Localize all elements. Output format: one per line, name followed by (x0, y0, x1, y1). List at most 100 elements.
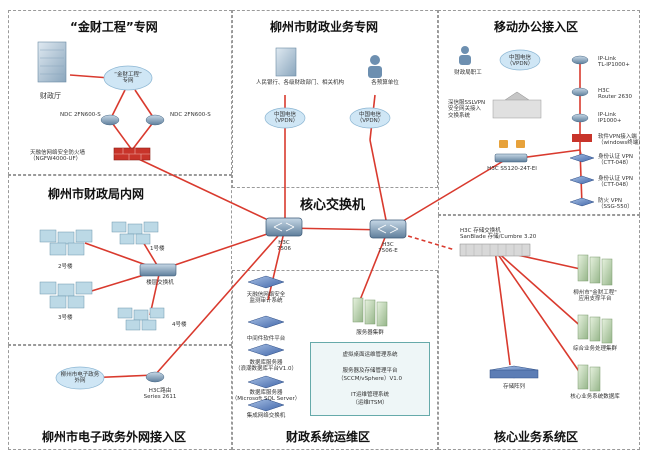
ops-title: 财政系统运维区 (286, 430, 371, 444)
region-biz (438, 215, 640, 450)
core-switch-icon (265, 217, 303, 237)
h3c-switch-b-label: H3C S5120-24T-EI (487, 166, 537, 172)
fiscal-private-title-b: 市财政业务专网 (294, 20, 379, 34)
region-intranet (8, 175, 232, 345)
user-icon (459, 46, 471, 65)
link-core-intranet (159, 227, 286, 271)
cloud-icon (264, 107, 306, 129)
ndc-left-label: NDC 2FN600-S (60, 112, 101, 118)
biz-servers3-label: 核心业务系统数据库 (570, 394, 620, 400)
vpn-device-icon (569, 153, 595, 207)
cloud-icon (55, 366, 105, 390)
router-icon (571, 87, 589, 97)
pc-cluster-icon (39, 229, 93, 256)
access-switch-icon (139, 263, 177, 277)
region-mobile (438, 10, 640, 215)
vpn-gateway-icon (492, 91, 542, 119)
ops-item-5: 集成网络交换机 (246, 413, 286, 419)
mobile-staff-label: 财政局职工 (454, 70, 482, 76)
ops-box-row-2: 服务器及存储管理平台 （SCCM/vSphere）V1.0 (338, 368, 402, 382)
intranet-title-a: 柳州 (48, 187, 73, 201)
egov-title-b: 市电子政务外网接入区 (66, 430, 187, 444)
ops-appliance-icons (247, 275, 285, 412)
link-san-storage (494, 249, 511, 366)
cloud-icon (349, 107, 391, 129)
vpn-gateway-label: 深信服SSLVPN 安全网关接入 交换系统 (448, 100, 486, 119)
link-core-cloud-right (369, 139, 389, 231)
ops-server-label: 服务器集群 (356, 330, 384, 336)
core-right-label: H3C 7506-E (378, 242, 398, 255)
core-switch-icon (369, 219, 407, 239)
switch-icon (494, 153, 528, 163)
router-icon (145, 371, 165, 383)
fiscal-private-title-a: 柳州 (270, 20, 295, 34)
biz-title: 核心业务系统区 (494, 430, 579, 444)
router-icon (571, 113, 589, 123)
jincai-title: “金财工程”专网 (70, 20, 158, 34)
server-cluster-icon (577, 364, 601, 392)
server-cluster-icon (577, 314, 613, 344)
egov-title: 柳州市电子政务外网接入区 (42, 428, 186, 445)
link-firewall-core (129, 154, 286, 229)
link-san-biz3 (494, 249, 586, 381)
core-left-label: H3C 7506 (277, 240, 291, 253)
link-sw-f4 (149, 269, 161, 316)
access-switch-label: 楼层交换机 (146, 280, 174, 286)
server-cluster-icon (352, 297, 388, 327)
vpn-list-label: 软件VPN接入端 （windows终端） (598, 134, 644, 147)
cloud-mid-left-label: 中国电信 （VPDN） (271, 112, 299, 125)
ops-item-2: 中间件软件平台 (246, 336, 286, 342)
floor2-label: 2号楼 (58, 264, 73, 270)
link-core-egov (154, 227, 286, 376)
link-core-ops (267, 227, 286, 301)
region-egov (8, 345, 232, 450)
pc-cluster-icon (111, 221, 159, 245)
ops-item-1: 天融信网络安全 监测审计系统 (246, 292, 286, 305)
cloud-icon (103, 65, 153, 91)
firewall-jincai-label: 天融信网络安全防火墙 （NGFW4000-UF） (30, 150, 86, 163)
region-fiscal-private (232, 10, 438, 188)
ops-box-row-1: 虚拟桌面运维管理系统 (342, 352, 398, 358)
firewall-icon (572, 134, 592, 142)
intranet-title-b: 市财政局内网 (72, 187, 145, 201)
region-ops (232, 270, 438, 450)
region-jincai (8, 10, 232, 175)
firewall-icon (113, 147, 151, 161)
biz-servers1-label: 柳州市"金财工程" 应用支撑平台 (573, 290, 617, 303)
link-core-ops2 (359, 229, 389, 301)
mobile-title: 移动办公接入区 (494, 20, 579, 34)
ops-management-box (310, 342, 430, 416)
vpn1-label: 身份认证 VPN （CTT-048） (598, 154, 633, 167)
intranet-title: 柳州市财政局内网 (48, 185, 144, 202)
storage-array-icon (489, 365, 539, 379)
egov-router-label: H3C路由 Series 2611 (143, 388, 177, 401)
budget-unit-label: 各预算单位 (371, 80, 399, 86)
server-top-label: 人民银行、各级财政部门、相关机构 (255, 80, 345, 86)
link-san-biz2 (494, 249, 586, 331)
cloud-icon (499, 49, 541, 71)
pc-cluster-icon (39, 281, 93, 309)
user-icon (368, 55, 382, 78)
floor4-label: 4号楼 (172, 322, 187, 328)
link-core-mobile (387, 159, 506, 231)
link-ndc-l-fw (109, 119, 133, 151)
h3c-router-label: H3C Router 2630 (598, 88, 632, 101)
ops-box-row-3: IT运维管理系统 （运维ITSM） (351, 392, 389, 406)
biz-servers2-label: 综合业务处理集群 (572, 346, 618, 352)
storage-switch-icon (459, 243, 531, 257)
ip-link2-label: IP-Link IP1000+ (598, 112, 622, 125)
san-storage-label: H3C 存储交换机 SanBlade 存储/Cumbre 3.20 (460, 228, 537, 241)
ip-link1-label: IP-Link TL-IP1000+ (598, 56, 630, 69)
storage-array-label: 存储阵列 (502, 384, 526, 390)
router-icon (145, 114, 165, 126)
vpn2-label: 身份认证 VPN （CTT-048） (598, 176, 633, 189)
vpn3-label: 防火 VPN （SSG-550） (598, 198, 633, 211)
finance-dept-label: 财政厅 (40, 92, 61, 100)
jincai-cloud-label: “金财工程” 专网 (114, 72, 142, 85)
floor1-label: 1号楼 (150, 246, 165, 252)
server-cluster-icon (577, 254, 613, 286)
egov-cloud-label: 柳州市电子政务 外网 (60, 372, 100, 385)
router-icon (100, 114, 120, 126)
